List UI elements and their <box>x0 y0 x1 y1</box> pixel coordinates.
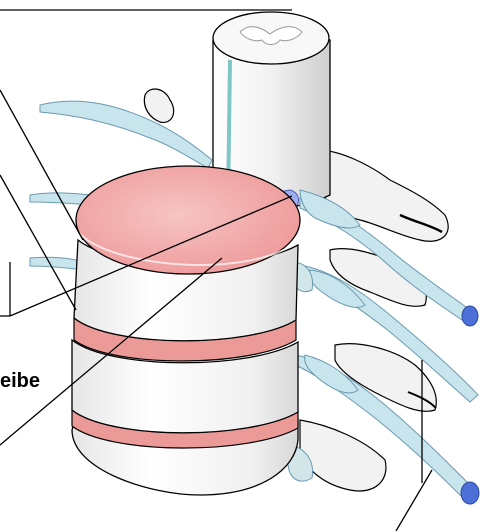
spinous-process-upper <box>318 150 448 241</box>
posterior-lower-block <box>300 420 386 491</box>
label-disc-partial: eibe <box>0 371 40 391</box>
intervertebral-disc-top <box>76 166 300 274</box>
vertebral-column <box>72 240 298 495</box>
nerve-root-tip-2 <box>461 482 479 504</box>
nerve-root-left-upper <box>40 101 212 168</box>
pedicle-upper <box>144 89 173 122</box>
nerve-root-tip-1 <box>462 306 478 326</box>
leader-line-nerve <box>396 470 432 531</box>
